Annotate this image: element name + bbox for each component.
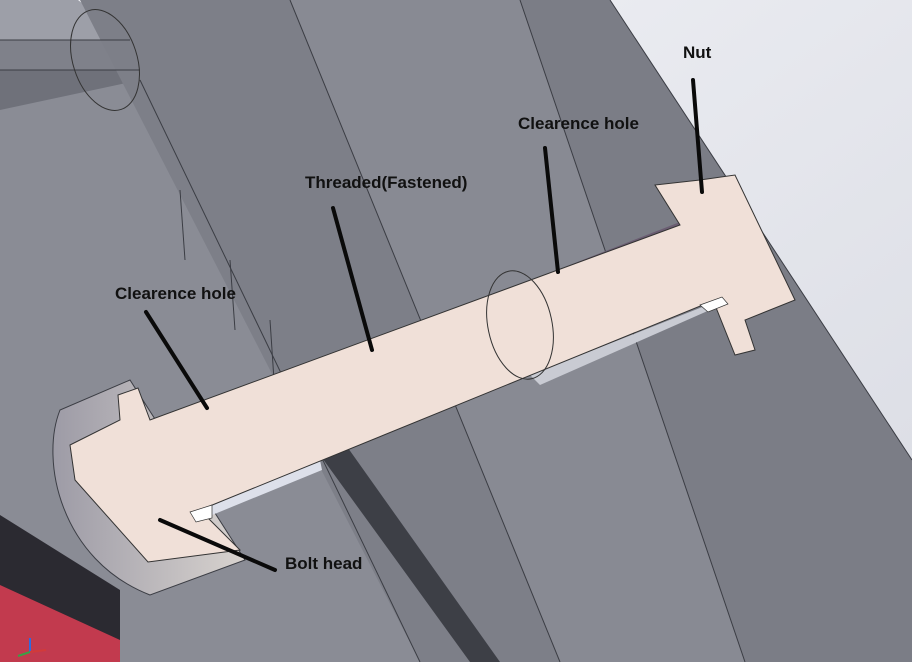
leader-threaded [331, 206, 374, 352]
top-detail-ellipse [70, 9, 140, 111]
leader-clearance-right [543, 146, 560, 274]
label-nut: Nut [683, 43, 712, 62]
label-clearance-hole-left: Clearence hole [115, 284, 236, 303]
leader-nut [691, 78, 704, 194]
leader-bolt-head [158, 518, 277, 572]
lower-slot [320, 448, 500, 662]
nut-lower-gap [530, 302, 728, 385]
bolt-notch [189, 504, 213, 523]
middle-plate-left [80, 0, 560, 662]
bolt-section [69, 174, 796, 563]
leader-clearance-left [144, 310, 209, 410]
joint-detail-ellipse [486, 270, 554, 380]
right-plate [520, 0, 912, 662]
leader-lines [144, 78, 704, 572]
bolt-lower-gap [190, 460, 322, 522]
label-clearance-hole-right: Clearence hole [518, 114, 639, 133]
label-threaded: Threaded(Fastened) [305, 173, 468, 192]
triad-axis-icon [17, 638, 47, 657]
label-bolt-head: Bolt head [285, 554, 363, 573]
nut-notch [699, 296, 729, 313]
